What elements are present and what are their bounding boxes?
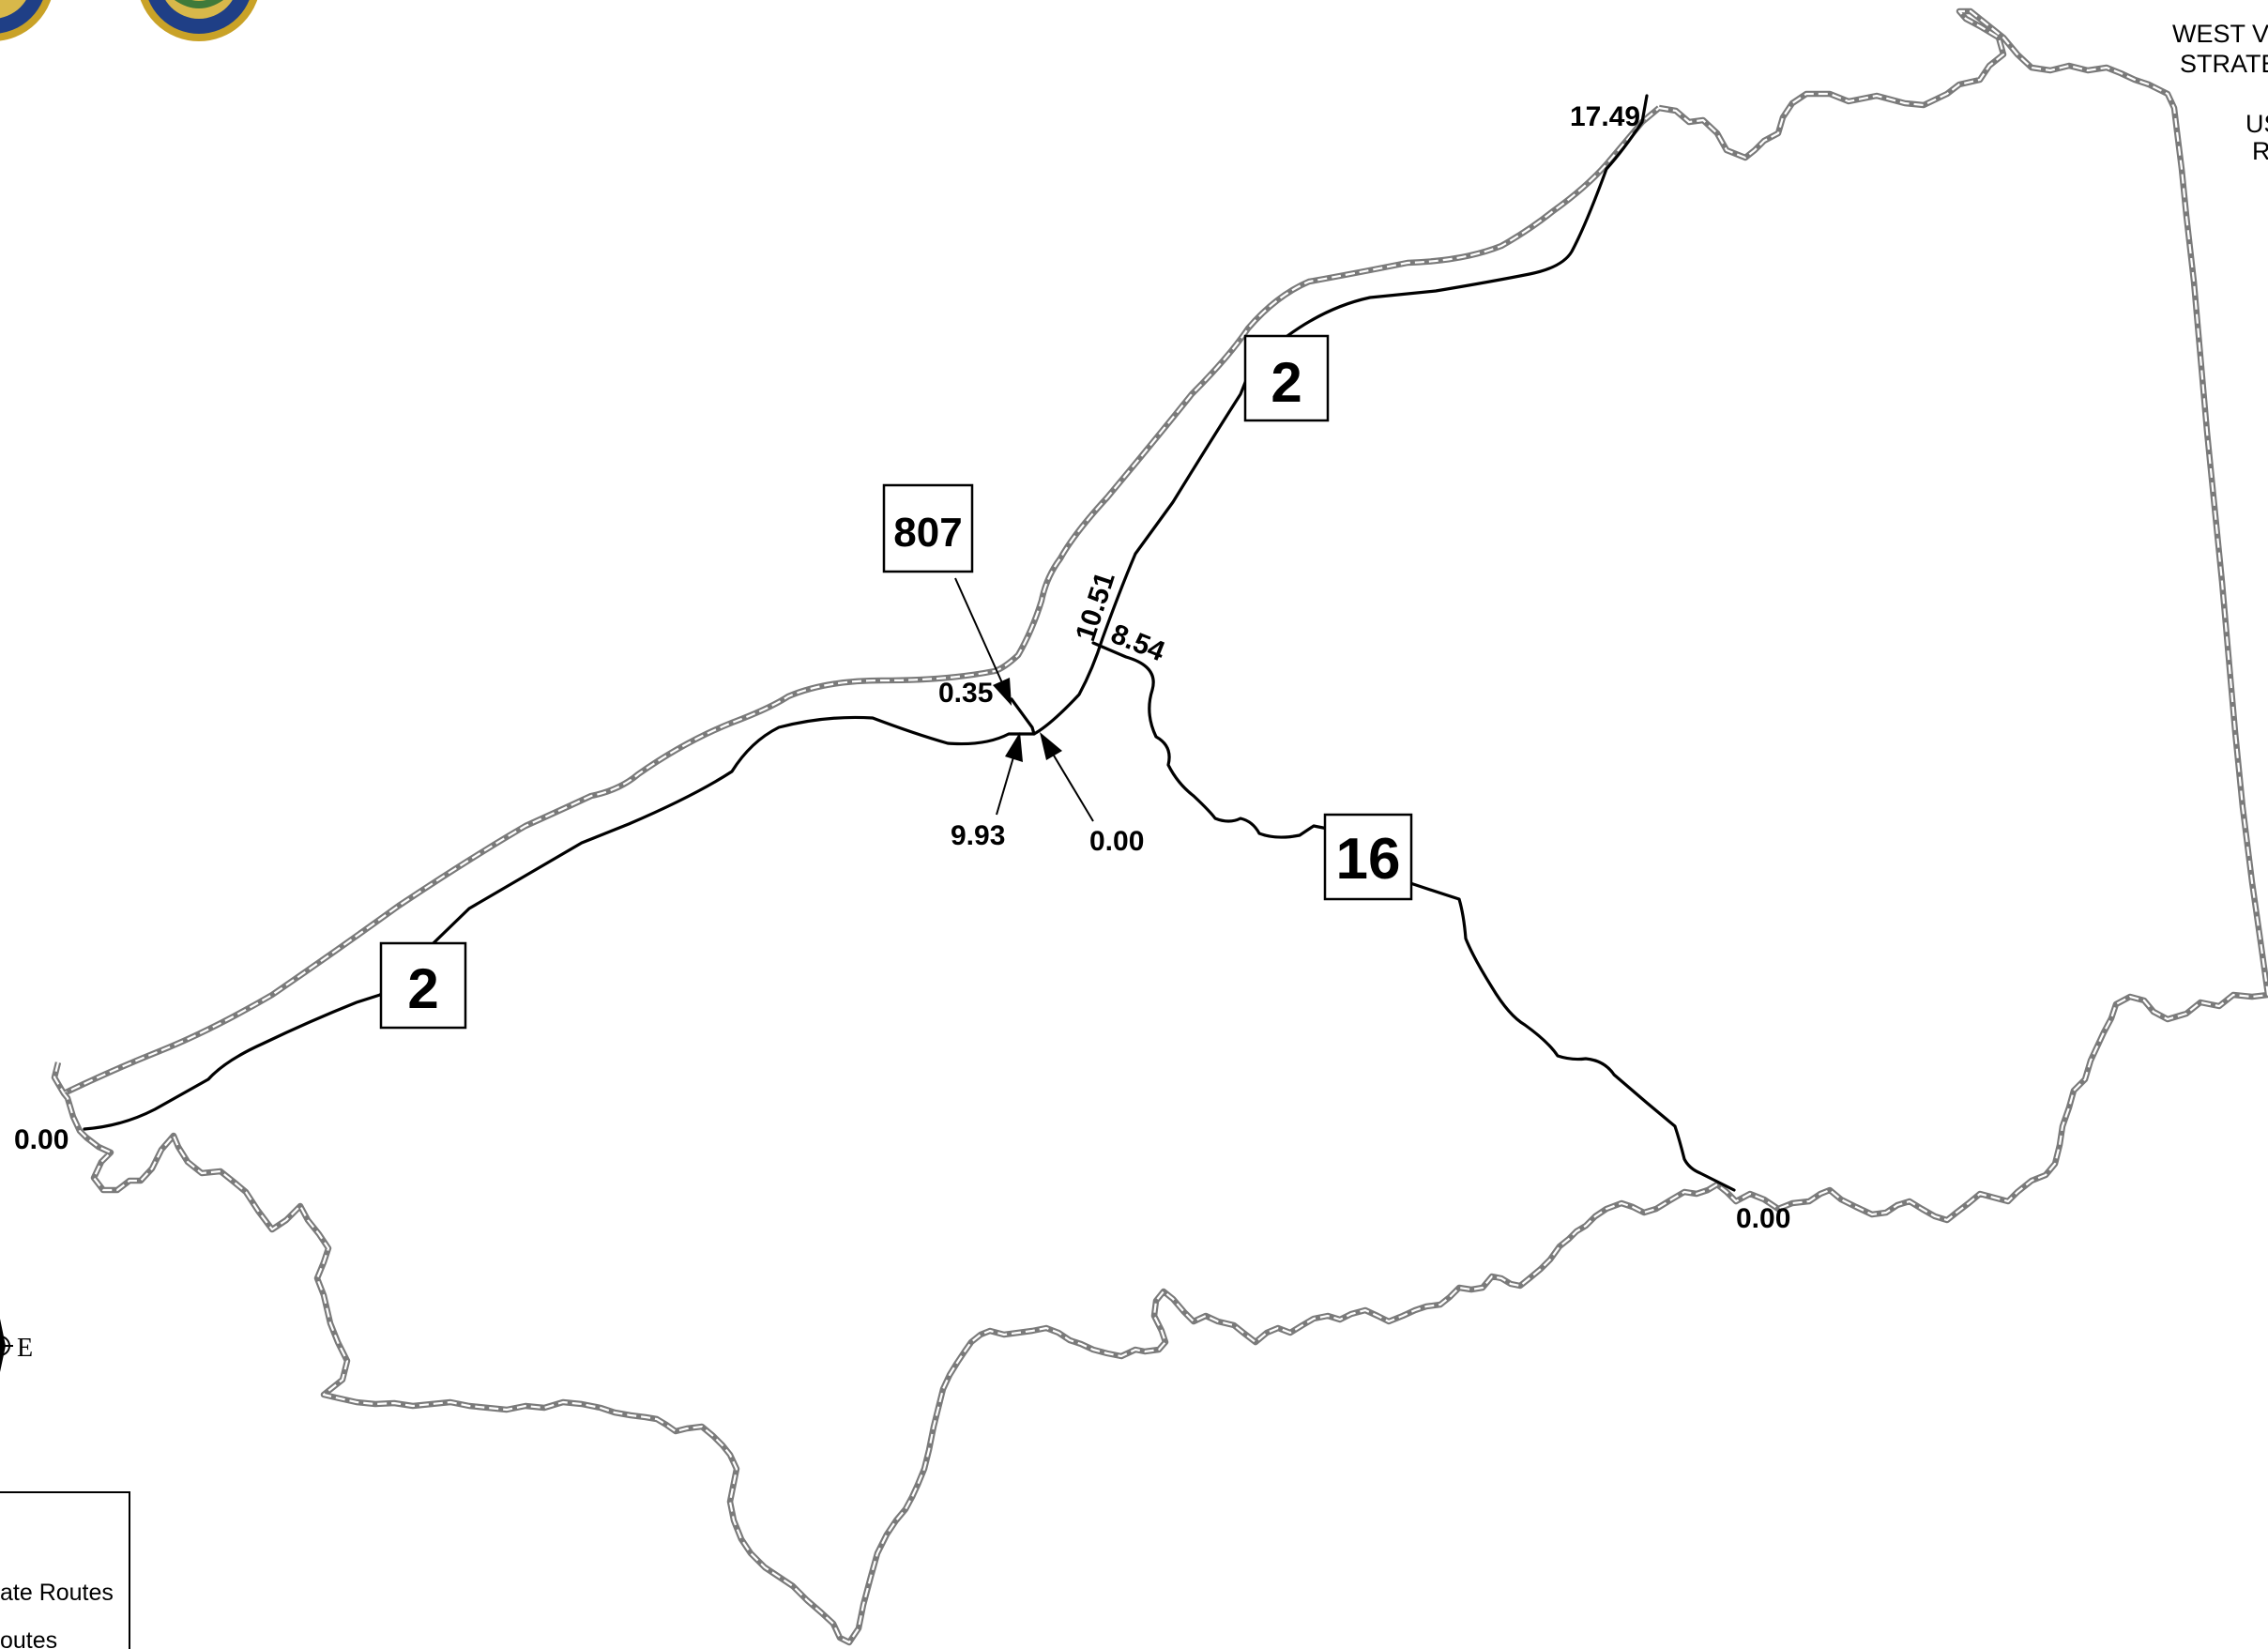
milepost-9-93: 9.93: [951, 820, 1005, 851]
route-807-shield: 807: [882, 483, 974, 573]
milepost-17-49: 17.49: [1570, 101, 1640, 132]
title-line-2: STRATE: [2180, 50, 2268, 78]
milepost-0-00-south: 0.00: [1736, 1203, 1790, 1234]
division-of-highways-seal-icon: [140, 0, 258, 41]
milepost-0-35: 0.35: [938, 678, 993, 709]
route-807-line: [1010, 697, 1036, 736]
legend-item-state-routes: ate Routes: [0, 1580, 114, 1606]
callout-arrow-9-93: [996, 732, 1023, 816]
north-arrow-compass-icon: E: [0, 1319, 33, 1372]
legend: ate Routes outes: [0, 1491, 130, 1649]
county-border-river: [51, 105, 1662, 1097]
route-2-shield-south-label: 2: [407, 957, 438, 1020]
title-line-1: WEST V: [2172, 20, 2268, 48]
milepost-0-00-west: 0.00: [14, 1124, 68, 1155]
route-16-shield: 16: [1323, 813, 1413, 901]
callout-arrow-807: [954, 577, 1012, 706]
title-line-3: US: [2245, 110, 2268, 138]
compass-east-label: E: [17, 1334, 33, 1363]
route-16-shield-label: 16: [1336, 827, 1401, 892]
route-16-line: [1091, 641, 1736, 1192]
route-2-shield-south: 2: [379, 941, 467, 1030]
title-line-4: R: [2252, 137, 2268, 165]
callout-arrow-0-00-junction: [1040, 732, 1094, 822]
legend-item-routes: outes: [0, 1627, 57, 1649]
county-border-land: [61, 8, 2268, 1646]
wvdot-seal-icon: [0, 0, 52, 41]
milepost-0-00-junction: 0.00: [1089, 826, 1144, 857]
route-807-shield-label: 807: [893, 510, 962, 556]
route-2-line: [83, 94, 1649, 1131]
route-2-shield-north: 2: [1243, 334, 1330, 422]
route-2-shield-north-label: 2: [1271, 351, 1301, 414]
